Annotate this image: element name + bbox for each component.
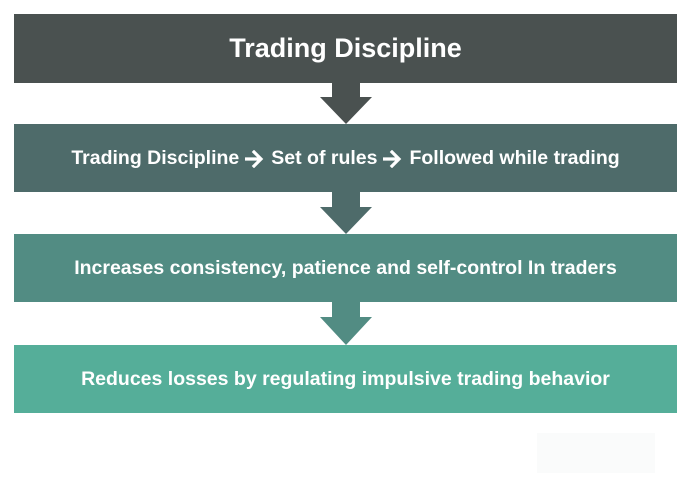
step-1-part-3: Followed while trading: [409, 146, 620, 169]
title-box: Trading Discipline: [14, 14, 677, 83]
step-3-box: Reduces losses by regulating impulsive t…: [14, 345, 677, 413]
title-text: Trading Discipline: [229, 33, 462, 63]
step-3-text: Reduces losses by regulating impulsive t…: [81, 367, 610, 390]
step-2-text: Increases consistency, patience and self…: [74, 256, 617, 279]
right-arrow-icon: [244, 147, 265, 170]
step-1-part-1: Trading Discipline: [71, 146, 240, 169]
down-arrow-icon: [320, 192, 372, 234]
right-arrow-icon: [382, 147, 403, 170]
step-1-box: Trading Discipline Set of rules Followed…: [14, 124, 677, 192]
step-1-part-2: Set of rules: [271, 146, 378, 169]
down-arrow-icon: [320, 302, 372, 345]
down-arrow-icon: [320, 83, 372, 124]
faint-watermark-area: [537, 433, 655, 473]
step-2-box: Increases consistency, patience and self…: [14, 234, 677, 302]
